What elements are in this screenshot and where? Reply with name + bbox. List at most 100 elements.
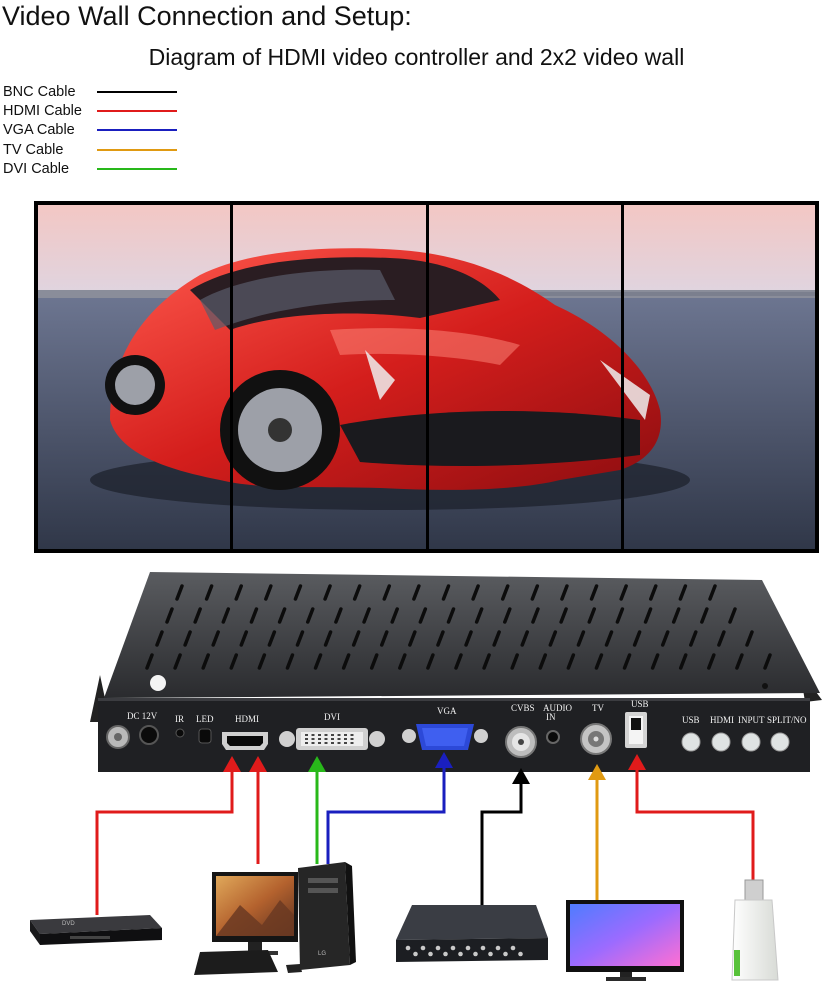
vent-slot (763, 653, 772, 670)
dvi-pin (305, 738, 308, 740)
vent-slot (671, 607, 681, 624)
vent-slot (257, 653, 267, 670)
tv-port-label: TV (592, 703, 604, 713)
dvi-pin (337, 734, 341, 736)
arrow-bnc (512, 768, 530, 784)
vent-slot (587, 607, 596, 624)
vent-slot (351, 630, 361, 647)
input-button[interactable] (741, 732, 761, 752)
vent-slot (193, 607, 202, 624)
arrow-hdmi-2 (249, 756, 267, 772)
vent-slot (334, 607, 343, 624)
arrow-usb (628, 754, 646, 770)
vent-slot (622, 653, 632, 670)
vent-slot (382, 584, 392, 601)
vent-slot (408, 630, 417, 647)
dvr-bnc-input (405, 945, 411, 951)
dvr-bnc-input (480, 945, 486, 951)
legend-swatch-dvi (97, 167, 177, 170)
tv-antenna-port (580, 723, 612, 755)
split-no-button[interactable] (770, 732, 790, 752)
dvi-pin (318, 738, 321, 740)
vent-slot (454, 653, 463, 670)
dvr-bnc-input (495, 945, 501, 951)
dvr-bnc-input (428, 951, 433, 957)
usb-button[interactable] (681, 732, 701, 752)
audio-label: IN (546, 712, 556, 722)
vent-slot (264, 584, 273, 601)
vent-slot (566, 653, 576, 670)
vent-slot (560, 584, 569, 601)
vent-slot (249, 607, 259, 624)
vent-slot (229, 653, 239, 670)
legend-item-bnc: BNC Cable (3, 82, 177, 101)
dvi-pin (318, 734, 321, 736)
vent-slot (145, 653, 154, 670)
video-wall-image (38, 205, 815, 549)
vent-slot (380, 630, 389, 647)
vent-slot (632, 630, 642, 647)
dvi-pin (350, 734, 354, 736)
vent-slot (503, 607, 512, 624)
vent-slot (482, 653, 491, 670)
page-title: Video Wall Connection and Setup: (2, 1, 412, 31)
led-label: LED (196, 714, 214, 724)
vent-slot (277, 607, 287, 624)
vent-slot (175, 584, 184, 601)
vent-slot (464, 630, 473, 647)
vent-slot (306, 607, 315, 624)
hdmi-cable-dvd (95, 770, 234, 915)
dvr-bnc-input (503, 951, 508, 957)
dvi-pin (331, 734, 334, 736)
dvr-bnc-input (510, 945, 516, 951)
dvr-recorder-icon (396, 905, 548, 962)
dvr-bnc-input (518, 951, 523, 957)
dvr-bnc-input (450, 945, 456, 951)
pc-brand-logo: LG (318, 951, 326, 957)
dvi-pin (344, 742, 347, 744)
vent-slot (173, 653, 182, 670)
page-subtitle: Diagram of HDMI video controller and 2x2… (148, 44, 685, 70)
vent-slot (735, 653, 744, 670)
cable-legend: BNC Cable HDMI Cable VGA Cable TV Cable … (3, 82, 177, 178)
vent-slot (426, 653, 435, 670)
vent-slot (446, 607, 456, 624)
dvi-pin (305, 734, 308, 736)
legend-swatch-bnc (97, 90, 177, 93)
vent-slot (285, 653, 295, 670)
dvi-pin (350, 738, 354, 740)
vent-slot (323, 584, 332, 601)
dvd-logo: DVD (62, 921, 75, 927)
vga-cable-pc (326, 766, 446, 864)
wall-seam (426, 205, 429, 549)
vent-slot (660, 630, 670, 647)
dvr-bnc-input (420, 945, 426, 951)
dvi-pin (324, 734, 328, 736)
dvr-bnc-input (435, 945, 441, 951)
legend-label: DVI Cable (3, 160, 70, 177)
legend-swatch-hdmi (97, 109, 177, 112)
sports-car (90, 248, 690, 510)
vent-slot (700, 607, 709, 624)
dc-port-label: DC 12V (127, 711, 158, 721)
dvi-pin (324, 738, 328, 740)
pc-keyboard (194, 950, 278, 975)
dvi-pin (311, 734, 315, 736)
dvi-pin (311, 738, 315, 740)
hdmi-button[interactable] (711, 732, 731, 752)
vent-slot (295, 630, 305, 647)
vent-slot (604, 630, 614, 647)
legend-label: BNC Cable (3, 83, 76, 100)
legend-item-vga: VGA Cable (3, 121, 177, 140)
dvd-player-icon: DVD (30, 915, 162, 945)
vent-slot (369, 653, 379, 670)
dvi-pin (305, 742, 308, 744)
usb-flash-drive-icon (731, 879, 779, 981)
vga-port (402, 724, 488, 750)
vent-slot (643, 607, 653, 624)
vent-slot (689, 630, 698, 647)
dvr-bnc-input (443, 951, 448, 957)
arrow-dvi (308, 756, 326, 772)
vent-slot (594, 653, 604, 670)
dvr-bnc-input (458, 951, 463, 957)
